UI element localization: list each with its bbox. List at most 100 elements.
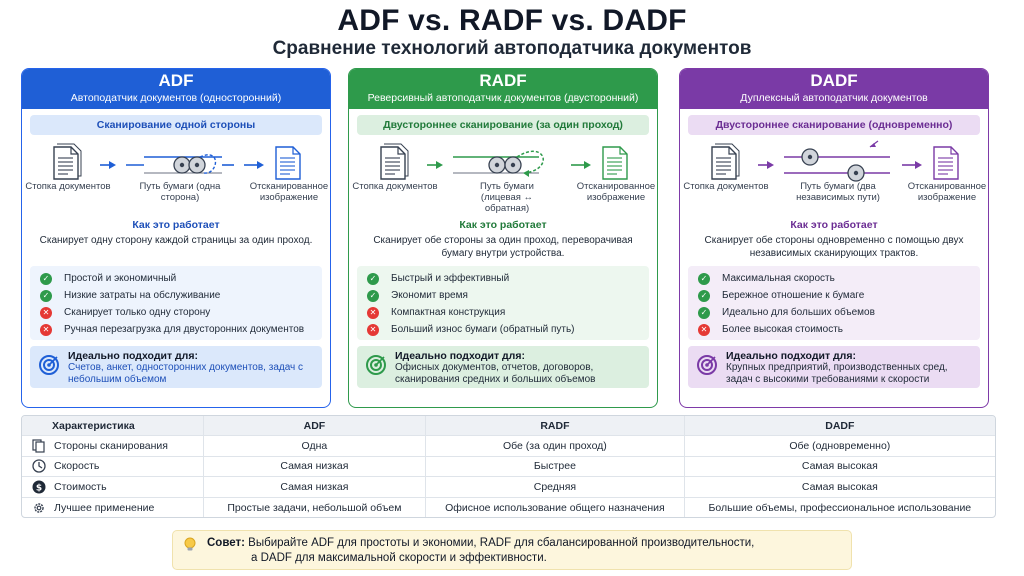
flow-label-stack: Стопка документов [683, 181, 769, 192]
tip-box: Совет: Выбирайте ADF для простоты и экон… [172, 530, 852, 570]
list-item-text: Сканирует только одну сторону [64, 307, 211, 318]
check-icon: ✓ [40, 272, 52, 285]
flow-label-path: Путь бумаги (лицевая ↔ обратная) [480, 181, 534, 214]
table-cell-text: Скорость [54, 460, 100, 473]
list-item: ✕ Больший износ бумаги (обратный путь) [367, 321, 639, 338]
list-item-text: Низкие затраты на обслуживание [64, 290, 221, 301]
table-cell-adf: Самая низкая [204, 477, 427, 497]
document-icon [275, 146, 301, 180]
pros-cons-list: ✓ Максимальная скорость ✓ Бережное отнош… [688, 266, 980, 340]
list-item: ✕ Ручная перезагрузка для двусторонних д… [40, 321, 312, 338]
list-item: ✓ Простой и экономичный [40, 270, 312, 287]
card-dadf: DADF Дуплексный автоподатчик документов … [679, 68, 989, 408]
list-item-text: Идеально для больших объемов [722, 307, 875, 318]
how-it-works-text: Сканирует обе стороны одновременно с пом… [704, 235, 964, 259]
scan-mode-pill: Двустороннее сканирование (за один прохо… [357, 115, 649, 135]
document-icon [602, 146, 628, 180]
document-stack-icon [380, 143, 409, 180]
tip-line1: Выбирайте ADF для простоты и экономии, R… [248, 537, 755, 549]
list-item: ✓ Бережное отношение к бумаге [698, 287, 970, 304]
list-item: ✕ Сканирует только одну сторону [40, 304, 312, 321]
check-icon: ✓ [698, 306, 710, 319]
tip-label: Совет: [207, 537, 245, 549]
check-icon: ✓ [698, 272, 710, 285]
table-cell-feature: Лучшее применение [22, 497, 204, 517]
how-it-works-title: Как это работает [459, 219, 547, 231]
flow-label-output: Отсканированное изображение [576, 181, 656, 203]
pros-cons-list: ✓ Быстрый и эффективный ✓ Экономит время… [357, 266, 649, 340]
flow-label-path: Путь бумаги (два независимых пути) [796, 181, 880, 203]
table-cell-text: Лучшее применение [54, 501, 155, 514]
ideal-for-box: Идеально подходит для: Крупных предприят… [688, 346, 980, 388]
card-title: ADF [158, 71, 194, 90]
table-row: Скорость Самая низкая Быстрее Самая высо… [22, 456, 995, 477]
cross-icon: ✕ [40, 306, 52, 319]
list-item: ✓ Низкие затраты на обслуживание [40, 287, 312, 304]
list-item-text: Быстрый и эффективный [391, 273, 510, 284]
table-cell-dadf: Обе (одновременно) [789, 439, 891, 452]
list-item: ✓ Максимальная скорость [698, 270, 970, 287]
scan-mode-pill: Двустороннее сканирование (одновременно) [688, 115, 980, 135]
clock-icon [32, 459, 46, 473]
roller-icon [173, 156, 191, 174]
card-header: DADF Дуплексный автоподатчик документов [680, 69, 988, 109]
card-title: RADF [479, 71, 527, 90]
check-icon: ✓ [367, 272, 379, 285]
how-it-works-title: Как это работает [132, 219, 220, 231]
check-icon: ✓ [367, 289, 379, 302]
list-item: ✕ Более высокая стоимость [698, 321, 970, 338]
table-header-cell: RADF [426, 416, 685, 435]
card-header: RADF Реверсивный автоподатчик документов… [349, 69, 657, 109]
table-row: Лучшее применение Простые задачи, неболь… [22, 497, 995, 517]
flow-label-output: Отсканированное изображение [249, 181, 329, 203]
how-it-works-title: Как это работает [790, 219, 878, 231]
check-icon: ✓ [698, 289, 710, 302]
flow-label-output: Отсканированное изображение [907, 181, 987, 203]
table-cell-feature: $ Стоимость [22, 477, 204, 497]
card-header: ADF Автоподатчик документов (односторонн… [22, 69, 330, 109]
table-cell-radf: Средняя [426, 477, 685, 497]
roller-icon [847, 164, 865, 182]
table-cell-adf: Простые задачи, небольшой объем [204, 497, 427, 517]
flow-label-path: Путь бумаги (одна сторона) [139, 181, 221, 203]
table-cell-feature: Скорость [22, 456, 204, 476]
paper-flow-diagram: Стопка документов Путь бумаги (лицевая ↔… [349, 135, 657, 217]
document-icon [933, 146, 959, 180]
card-description: Автоподатчик документов (односторонний) [70, 92, 282, 104]
arrow-right-icon [902, 161, 922, 169]
ideal-for-box: Идеально подходит для: Счетов, анкет, од… [30, 346, 322, 388]
table-cell-radf: Офисное использование общего назначения [426, 497, 685, 517]
list-item-text: Максимальная скорость [722, 273, 835, 284]
tip-line2: а DADF для максимальной скорости и эффек… [251, 552, 547, 564]
card-description: Реверсивный автоподатчик документов (дву… [367, 92, 639, 104]
list-item-text: Более высокая стоимость [722, 324, 844, 335]
table-cell-dadf: Самая высокая [801, 460, 878, 473]
table-header-cell: Характеристика [22, 416, 204, 435]
document-stack-icon [53, 143, 82, 180]
table-cell-dadf: Самая высокая [801, 480, 878, 493]
arrow-right-icon [571, 161, 591, 169]
scan-mode-pill: Сканирование одной стороны [30, 115, 322, 135]
list-item-text: Бережное отношение к бумаге [722, 290, 865, 301]
list-item: ✓ Быстрый и эффективный [367, 270, 639, 287]
arrow-right-icon [427, 161, 443, 169]
svg-text:$: $ [36, 483, 42, 493]
flow-label-stack: Стопка документов [352, 181, 438, 192]
how-it-works-text: Сканирует обе стороны за один проход, пе… [373, 235, 633, 259]
paper-flow-diagram: Стопка документов Путь бумаги (одна стор… [22, 135, 330, 217]
table-cell-adf: Одна [204, 436, 427, 456]
lightbulb-icon [184, 537, 196, 551]
table-cell-adf: Самая низкая [204, 456, 427, 476]
card-description: Дуплексный автоподатчик документов [740, 92, 928, 104]
roller-icon [488, 156, 506, 174]
ideal-for-box: Идеально подходит для: Офисных документо… [357, 346, 649, 388]
cross-icon: ✕ [40, 323, 52, 336]
table-cell-text: Стоимость [54, 480, 107, 493]
roller-icon [188, 156, 206, 174]
document-stack-icon [711, 143, 740, 180]
table-cell-radf: Быстрее [426, 456, 685, 476]
list-item: ✓ Экономит время [367, 287, 639, 304]
table-header-cell: DADF [825, 419, 855, 432]
cross-icon: ✕ [367, 306, 379, 319]
list-item-text: Простой и экономичный [64, 273, 177, 284]
